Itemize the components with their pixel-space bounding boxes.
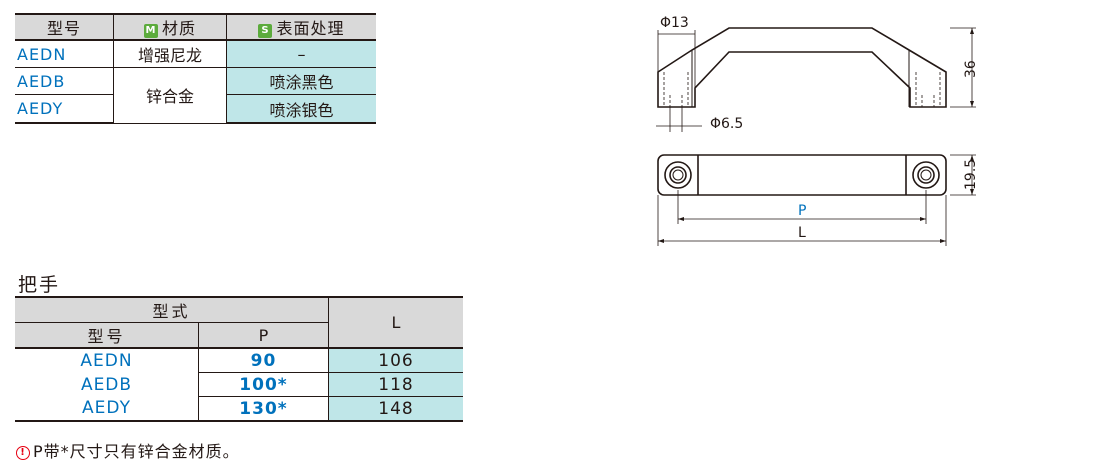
p-cell: 90 bbox=[198, 348, 329, 373]
surface-cell: 喷涂黑色 bbox=[226, 67, 376, 95]
header-type: 型式 bbox=[15, 296, 329, 323]
model-cell: AEDB bbox=[15, 372, 199, 397]
header-p: P bbox=[198, 322, 329, 349]
footnote-text: P带*尺寸只有锌合金材质。 bbox=[33, 442, 240, 461]
spec-header-row-1: 型式 L bbox=[15, 296, 463, 349]
dim-p: P bbox=[798, 203, 806, 219]
material-cell: 增强尼龙 bbox=[113, 39, 227, 68]
l-cell: 118 bbox=[328, 372, 463, 397]
p-cell: 130* bbox=[198, 396, 329, 422]
handle-drawing: Φ13 Φ6.5 36 P L 19.5 bbox=[656, 15, 979, 246]
table-row: AEDY 130* 148 bbox=[15, 396, 463, 422]
material-badge-icon: M bbox=[143, 24, 158, 38]
dim-19-5: 19.5 bbox=[963, 159, 979, 190]
table-row: AEDN 增强尼龙 – bbox=[15, 39, 376, 68]
model-cell: AEDB bbox=[15, 67, 114, 95]
surface-badge-icon: S bbox=[258, 24, 273, 38]
table-row: AEDB 100* 118 bbox=[15, 372, 463, 397]
surface-cell: 喷涂银色 bbox=[226, 94, 376, 124]
dim-phi6-5: Φ6.5 bbox=[710, 116, 743, 132]
table-row: AEDB 锌合金 喷涂黑色 bbox=[15, 67, 376, 124]
dimension-arrows bbox=[658, 28, 974, 243]
model-cell: AEDY bbox=[15, 396, 199, 422]
dim-36: 36 bbox=[963, 60, 979, 78]
side-dimensions bbox=[656, 27, 976, 132]
header-model: 型号 bbox=[15, 13, 114, 41]
l-cell: 106 bbox=[328, 348, 463, 373]
l-cell: 148 bbox=[328, 396, 463, 422]
side-view bbox=[657, 27, 947, 108]
section-title: 把手 bbox=[18, 274, 61, 296]
surface-cell: – bbox=[226, 39, 376, 68]
header-model: 型号 bbox=[15, 322, 199, 349]
top-dimensions bbox=[657, 154, 976, 246]
model-cell: AEDN bbox=[15, 348, 199, 373]
p-cell: 100* bbox=[198, 372, 329, 397]
dim-phi13: Φ13 bbox=[660, 15, 689, 31]
header-l: L bbox=[328, 296, 463, 349]
table-row: AEDN 90 106 bbox=[15, 348, 463, 373]
material-cell: 锌合金 bbox=[113, 67, 227, 124]
spec-table: 型式 L 型号 P AEDN 90 106 AEDB 100* 118 AEDY… bbox=[15, 296, 463, 422]
hidden-holes bbox=[663, 72, 941, 107]
spec-header-row-2: 型号 P bbox=[15, 322, 463, 349]
model-cell: AEDY bbox=[15, 94, 114, 124]
footnote: !P带*尺寸只有锌合金材质。 bbox=[16, 438, 240, 462]
model-cell: AEDN bbox=[15, 39, 114, 68]
table-row: AEDY 喷涂银色 bbox=[15, 94, 376, 124]
top-view bbox=[657, 154, 947, 196]
warning-circle-icon: ! bbox=[16, 446, 30, 460]
dim-l: L bbox=[798, 225, 806, 241]
